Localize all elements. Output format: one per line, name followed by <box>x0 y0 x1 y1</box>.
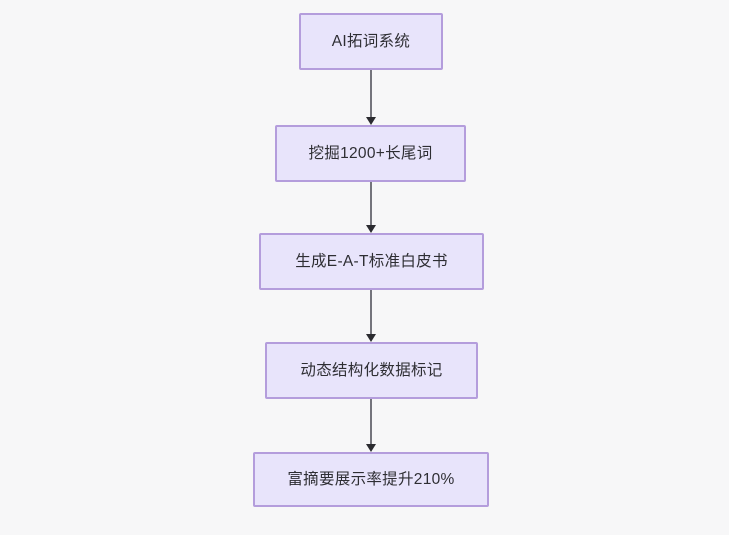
edge-node2-node3 <box>366 182 376 233</box>
edge-node3-node4 <box>366 290 376 342</box>
edge-line <box>370 182 372 226</box>
flow-node-label: AI拓词系统 <box>331 32 411 50</box>
flow-node-label: 挖掘1200+长尾词 <box>308 144 433 162</box>
edge-line <box>370 290 372 335</box>
flow-node-label: 生成E-A-T标准白皮书 <box>295 252 448 270</box>
flow-node-dynamic-structured-data-markup[interactable]: 动态结构化数据标记 <box>265 342 478 399</box>
flow-node-label: 动态结构化数据标记 <box>300 361 443 379</box>
arrowhead-icon <box>366 117 376 125</box>
flow-node-generate-eat-whitepaper[interactable]: 生成E-A-T标准白皮书 <box>259 233 484 290</box>
edge-node4-node5 <box>366 399 376 452</box>
flow-node-rich-snippet-impression-lift[interactable]: 富摘要展示率提升210% <box>253 452 489 507</box>
flow-node-mine-longtail-keywords[interactable]: 挖掘1200+长尾词 <box>275 125 466 182</box>
edge-node1-node2 <box>366 70 376 125</box>
arrowhead-icon <box>366 334 376 342</box>
edge-line <box>370 399 372 445</box>
flow-node-ai-keyword-system[interactable]: AI拓词系统 <box>299 13 443 70</box>
arrowhead-icon <box>366 225 376 233</box>
flow-node-label: 富摘要展示率提升210% <box>287 470 455 488</box>
edge-line <box>370 70 372 118</box>
arrowhead-icon <box>366 444 376 452</box>
